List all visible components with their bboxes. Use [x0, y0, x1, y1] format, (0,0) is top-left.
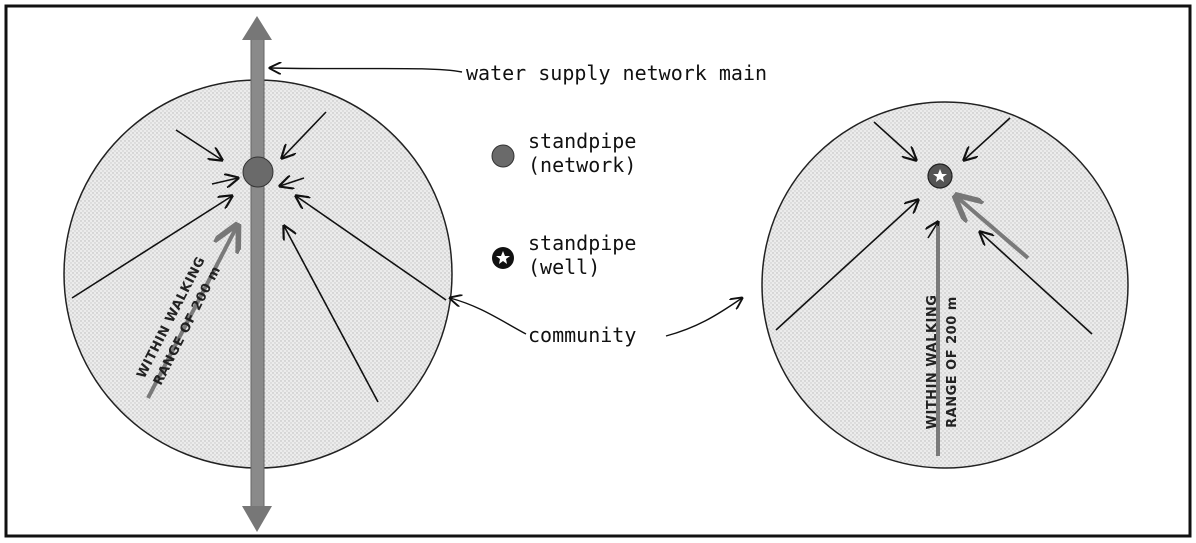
- label-community: community: [528, 323, 636, 347]
- label-water-supply-main: water supply network main: [466, 61, 767, 85]
- legend-network-subtitle: (network): [528, 153, 636, 177]
- legend-star-icon: [496, 251, 510, 264]
- standpipe-network-left: [242, 156, 274, 188]
- water-main-pipe: [242, 16, 272, 532]
- left-walking-arrows: [71, 111, 447, 403]
- main-pointer: [270, 68, 463, 72]
- walking-range-arrow-left: [146, 228, 236, 399]
- walking-range-line1-right: WITHIN WALKING: [925, 295, 940, 430]
- legend-network-icon: [491, 144, 515, 168]
- star-icon: [933, 169, 947, 182]
- legend-well-subtitle: (well): [528, 255, 600, 279]
- community-pointer-right: [665, 298, 742, 337]
- frame-border: [4, 4, 1192, 538]
- community-pointer-left: [450, 298, 527, 335]
- right-walking-arrows: [775, 117, 1093, 335]
- pipe-arrowhead-bottom: [242, 506, 272, 532]
- community-circle-right: [761, 101, 1129, 469]
- pipe-arrowhead-top: [242, 16, 272, 40]
- walking-range-line2-right: RANGE OF 200 m: [945, 296, 960, 428]
- walking-range-label-right: WITHIN WALKING RANGE OF 200 m: [925, 295, 960, 430]
- legend-well-title: standpipe: [528, 231, 636, 255]
- legend-network-title: standpipe: [528, 129, 636, 153]
- gray-arrow-right: [958, 198, 1030, 260]
